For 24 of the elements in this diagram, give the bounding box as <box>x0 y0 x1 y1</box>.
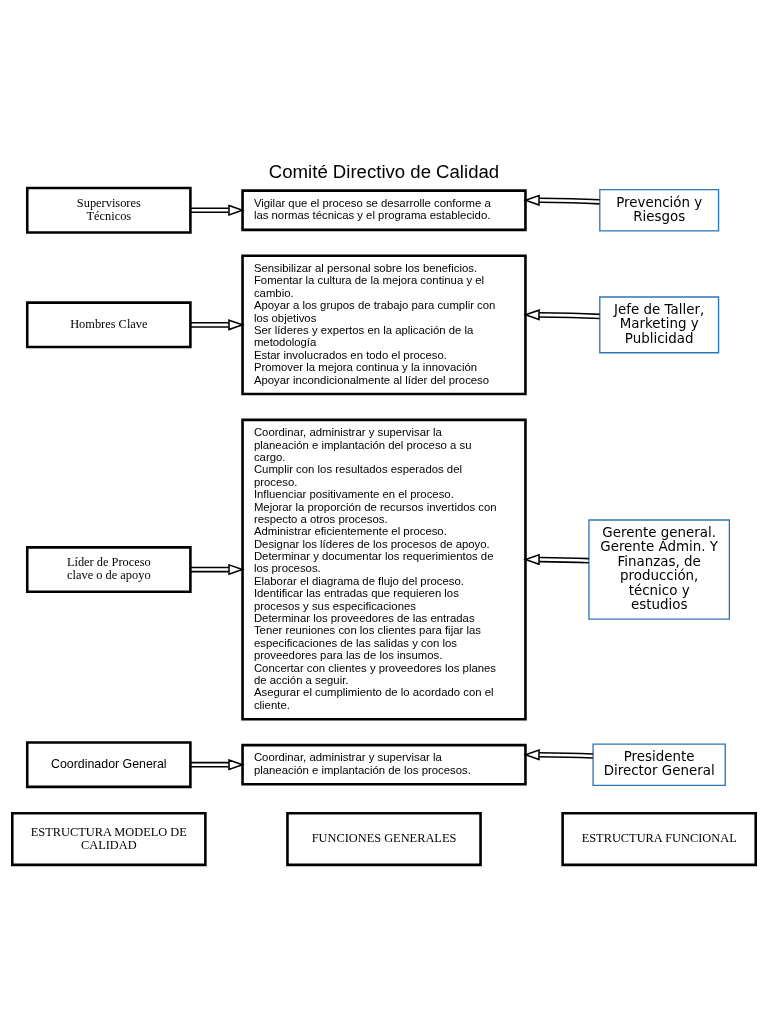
node-box: Presidente Director General <box>592 743 726 787</box>
node-box: ESTRUCTURA FUNCIONAL <box>561 811 757 867</box>
node-box: Coordinar, administrar y supervisar la planeación e implantación de los procesos. <box>241 743 527 786</box>
node-box: ESTRUCTURA MODELO DE CALIDAD <box>11 811 207 867</box>
diagram-title: Comité Directivo de Calidad <box>268 161 500 183</box>
node-box: Hombres Clave <box>25 301 192 349</box>
arrow <box>523 194 601 207</box>
node-box: Jefe de Taller, Marketing y Publicidad <box>599 296 720 354</box>
node-box: Líder de Proceso clave o de apoyo <box>25 546 192 594</box>
node-box: Coordinar, administrar y supervisar la planeación e implantación del proceso a su cargo. Cumplir con los resultados esperados del proceso. Influenciar positivamente en el proceso. Mejorar la proporción de recursos invertidos con respecto a otros procesos. Administrar eficientemente el proceso. Designar los líderes de los procesos de apoyo. Determinar y documentar los requerimientos de los procesos. Elaborar el diagrama de flujo del proceso. Identificar las entradas que requieren los procesos y sus especificaciones Determinar los proveedores de las entradas Tener reuniones con los clientes para fijar las especificaciones de las salidas y con los proveedores para las de los insumos. Concertar con clientes y proveedores los planes de acción a seguir. Asegurar el cumplimiento de lo acordado con el cliente. <box>241 418 527 721</box>
arrow <box>189 204 245 217</box>
arrow <box>523 553 590 566</box>
arrow <box>189 319 245 331</box>
node-box: Gerente general. Gerente Admin. Y Finanzas, de producción, técnico y estudios <box>588 519 731 620</box>
node-box: Supervisores Técnicos <box>25 186 192 234</box>
node-box: Coordinador General <box>25 741 192 789</box>
node-box: Sensibilizar al personal sobre los beneficios. Fomentar la cultura de la mejora continua y el cambio. Apoyar a los grupos de trabajo para cumplir con los objetivos Ser líderes y expertos en la aplicación de la metodología Estar involucrados en todo el proceso. Promover la mejora continua y la innovación Apoyar incondicionalmente al líder del proceso <box>241 254 527 396</box>
node-box: FUNCIONES GENERALES <box>286 811 482 867</box>
arrow <box>523 748 594 761</box>
node-box: Prevención y Riesgos <box>599 188 720 232</box>
arrow <box>523 309 601 321</box>
node-box: Vigilar que el proceso se desarrolle conforme a las normas técnicas y el programa establecido. <box>241 189 527 232</box>
arrow <box>189 563 245 576</box>
arrow <box>189 758 245 771</box>
